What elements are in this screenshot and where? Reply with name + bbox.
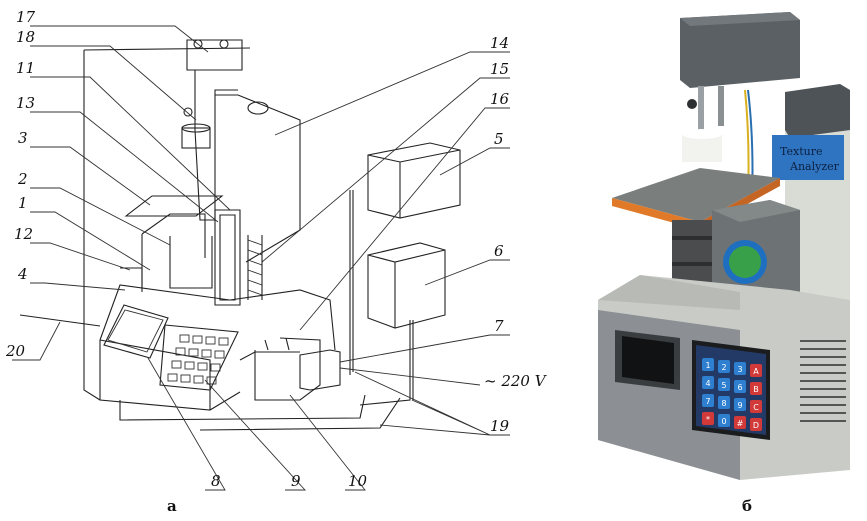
device-label-line2: Analyzer: [789, 160, 840, 173]
keypad-key: [734, 398, 746, 411]
keypad-key: [718, 360, 730, 373]
keypad-key-label: B: [753, 385, 759, 394]
keypad-key-label: C: [753, 403, 759, 412]
keypad-key-label: D: [753, 421, 759, 430]
callout-10: 10: [348, 472, 368, 490]
keypad-key: [718, 414, 730, 427]
callout-8: 8: [211, 472, 221, 490]
keypad-grid: [167, 334, 229, 385]
keypad-key-label: 3: [737, 365, 742, 374]
callout-14: 14: [490, 34, 509, 52]
leader-lines: [12, 25, 510, 491]
callout-2: 2: [17, 170, 28, 188]
keypad-key: [718, 378, 730, 391]
device-keypad: 1 2 3 A 4 5 6 B 7 8 9 C * 0 # D: [702, 358, 762, 431]
device-label-line1: Texture: [780, 145, 822, 158]
keypad-key: [702, 394, 714, 407]
left-panel-caption: а: [167, 497, 177, 515]
callout-4: 4: [17, 265, 28, 283]
callout-19: 19: [490, 417, 510, 435]
callout-16: 16: [490, 90, 510, 108]
callout-17: 17: [16, 8, 36, 26]
callout-15: 15: [490, 60, 509, 78]
keypad-key: [702, 412, 714, 425]
keypad-key: [750, 418, 762, 431]
keypad-key: [734, 362, 746, 375]
keypad-key: [750, 364, 762, 377]
keypad-key-label: 0: [721, 417, 726, 426]
keypad-key: [718, 396, 730, 409]
keypad-key-label: 4: [705, 379, 710, 388]
keypad-key: [734, 380, 746, 393]
keypad-key-label: 9: [737, 401, 742, 410]
keypad-key-label: 1: [705, 361, 710, 370]
callout-6: 6: [494, 242, 504, 260]
keypad-key-label: #: [737, 419, 744, 428]
keypad-key-label: 5: [721, 381, 726, 390]
keypad-key-label: 2: [721, 363, 726, 372]
keypad-key-label: A: [753, 367, 759, 376]
keypad-key: [702, 358, 714, 371]
keypad-key: [750, 400, 762, 413]
keypad-key-label: 6: [737, 383, 742, 392]
callout-13: 13: [16, 94, 35, 112]
callout-12: 12: [14, 225, 33, 243]
callout-5: 5: [494, 130, 504, 148]
callout-3: 3: [18, 129, 28, 147]
callout-1: 1: [18, 194, 28, 212]
right-panel-caption: б: [742, 497, 753, 515]
callout-18: 18: [16, 28, 35, 46]
keypad-key-label: 7: [705, 397, 710, 406]
keypad-key-label: *: [706, 415, 710, 424]
keypad-key: [702, 376, 714, 389]
callout-numbers: 17 18 11 13 3 2 1 12 4 20 14 15 16 5 6 7…: [5, 8, 548, 490]
callout-9: 9: [291, 472, 301, 490]
keypad-key: [734, 416, 746, 429]
keypad-key: [750, 382, 762, 395]
schematic-drawing: [19, 39, 461, 431]
vent-grill: [800, 340, 846, 422]
callout-7: 7: [494, 317, 504, 335]
voltage-label: ~ 220 V: [484, 372, 548, 390]
device-photo: Texture Analyzer: [598, 12, 850, 480]
keypad-key-label: 8: [721, 399, 726, 408]
callout-20: 20: [5, 342, 26, 360]
callout-11: 11: [16, 59, 35, 77]
